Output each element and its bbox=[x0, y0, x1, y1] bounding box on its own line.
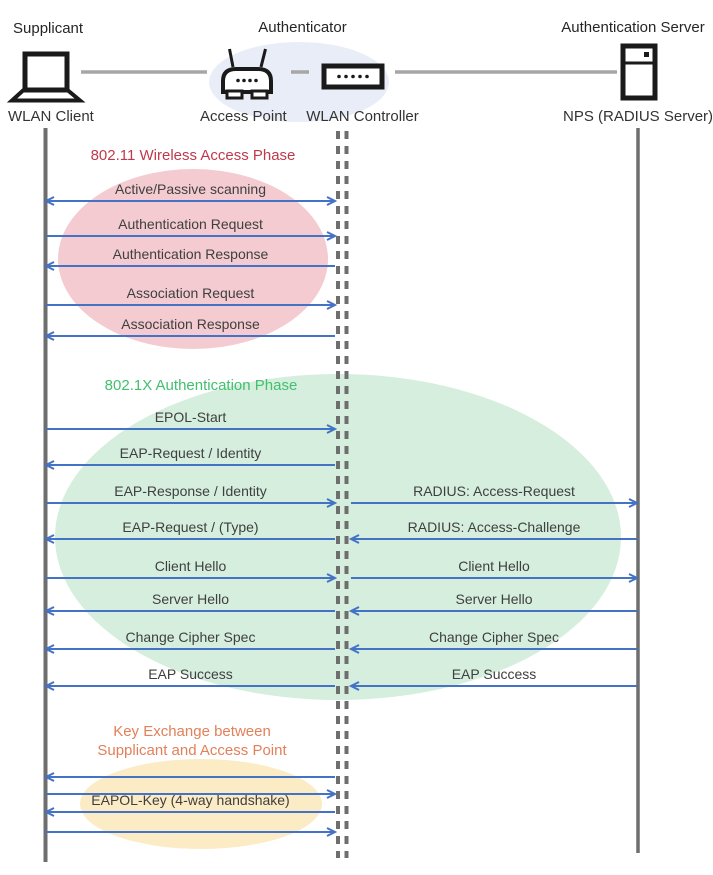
phase3-title: Key Exchange between Supplicant and Acce… bbox=[97, 723, 287, 759]
wlan-controller-icon bbox=[321, 63, 385, 90]
phase1-title: 802.11 Wireless Access Phase bbox=[90, 147, 296, 164]
device-label-access-point: Access Point bbox=[200, 108, 287, 125]
phase3-ellipse bbox=[80, 759, 322, 849]
role-label-authenticator: Authenticator bbox=[258, 19, 347, 36]
access-point-icon bbox=[221, 48, 273, 100]
role-label-supplicant: Supplicant bbox=[13, 20, 84, 37]
phase1-ellipse bbox=[58, 169, 328, 349]
server-icon bbox=[620, 43, 658, 101]
authenticator-hub-ellipse bbox=[209, 42, 389, 122]
messages-layer bbox=[43, 196, 640, 837]
role-label-authentication-server: Authentication Server bbox=[561, 19, 705, 36]
laptop-icon bbox=[6, 51, 86, 103]
device-label-wlan-controller: WLAN Controller bbox=[306, 108, 419, 125]
device-label-wlan-client: WLAN Client bbox=[8, 108, 94, 125]
phase2-title: 802.1X Authentication Phase bbox=[104, 377, 298, 394]
device-label-nps-radius-server: NPS (RADIUS Server) bbox=[563, 108, 713, 125]
